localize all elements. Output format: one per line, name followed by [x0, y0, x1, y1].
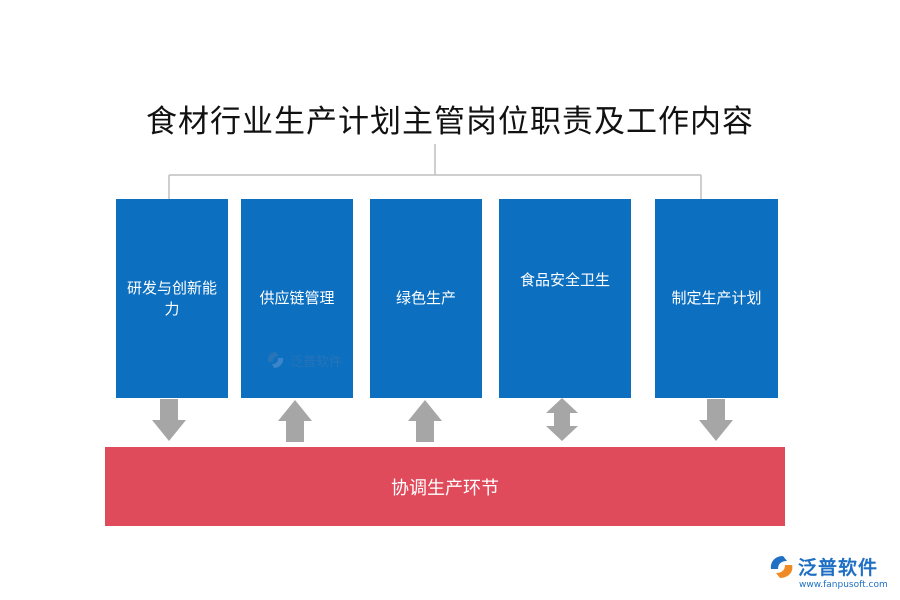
watermark-text: 泛普软件 [290, 354, 343, 370]
arrow-up-down-icon [546, 398, 578, 441]
bar-label: 协调生产环节 [391, 477, 499, 499]
box-green-production: 绿色生产 [370, 199, 482, 398]
box-production-plan: 制定生产计划 [655, 199, 778, 398]
coordination-bar: 协调生产环节 [105, 447, 785, 526]
diagram-title: 食材行业生产计划主管岗位职责及工作内容 [146, 104, 754, 140]
logo-name: 泛普软件 [798, 557, 879, 579]
brand-logo: 泛普软件 www.fanpusoft.com [768, 553, 893, 595]
box-supply-chain: 供应链管理 [241, 199, 353, 398]
arrow-up-icon [278, 400, 312, 442]
box-label: 研发与创新能力 [126, 278, 217, 318]
box-label: 食品安全卫生 [519, 271, 610, 289]
logo-url: www.fanpusoft.com [799, 580, 888, 590]
box-label: 制定生产计划 [671, 289, 762, 307]
box-food-safety: 食品安全卫生 [499, 199, 631, 398]
arrow-down-icon [152, 399, 186, 441]
box-label: 绿色生产 [395, 289, 456, 307]
box-rd-innovation: 研发与创新能力 [116, 199, 228, 398]
logo-icon [770, 556, 793, 578]
arrow-down-icon [699, 399, 733, 441]
box-label: 供应链管理 [259, 289, 335, 307]
arrow-up-icon [408, 400, 442, 442]
watermark: 泛普软件 [265, 350, 342, 370]
watermark-icon [267, 352, 284, 368]
